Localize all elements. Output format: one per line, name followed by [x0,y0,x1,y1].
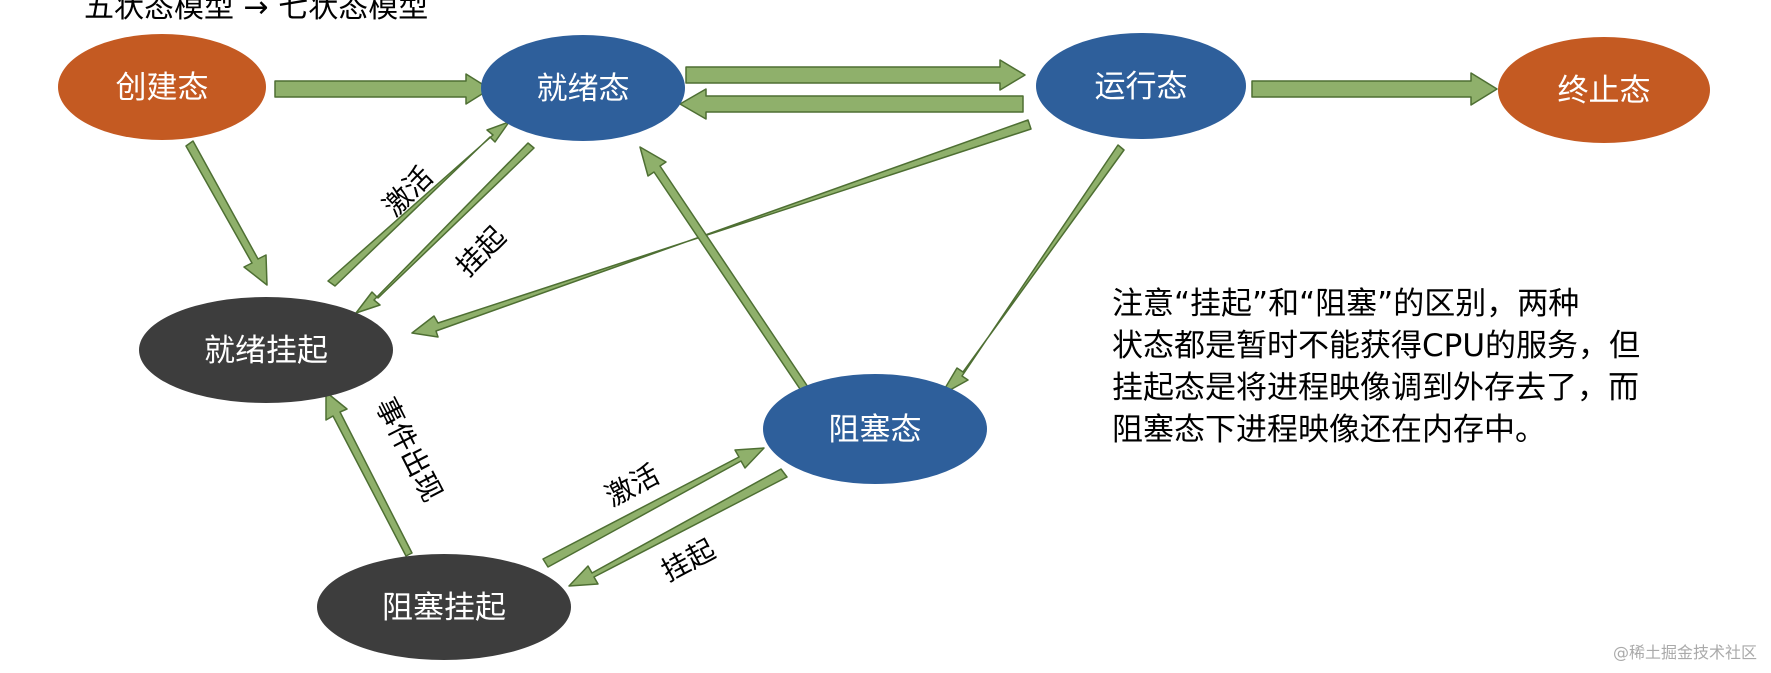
state-running-label: 运行态 [1095,69,1188,105]
state-create-label: 创建态 [116,70,209,106]
edge-label-suspend-top: 挂起 [450,220,513,283]
slide-title: 五状态模型 → 七状态模型 [84,0,429,25]
note-line: 挂起态是将进程映像调到外存去了，而 [1112,370,1639,406]
arrow-running-to-ready [679,88,1024,120]
note-line: 状态都是暂时不能获得CPU的服务，但 [1112,328,1641,364]
edge-label-activate-top: 激活 [377,160,440,223]
arrow-create-to-ready-suspended [185,140,268,286]
note-text: 注意“挂起”和“阻塞”的区别，两种 状态都是暂时不能获得CPU的服务，但 挂起态… [1112,283,1752,451]
arrow-blocked-suspended-to-ready-suspended [325,391,413,557]
arrow-ready-to-ready-suspended [355,142,535,314]
state-ready-suspended-label: 就绪挂起 [204,333,328,369]
state-blocked-label: 阻塞态 [829,412,922,448]
transition-arrows [185,59,1498,587]
state-running: 运行态 [1036,33,1246,139]
arrow-ready-to-running [685,59,1026,91]
arrow-running-to-blocked [940,144,1125,396]
arrow-ready-suspended-to-ready [327,121,510,287]
state-terminated: 终止态 [1498,37,1710,143]
edge-label-event-occurs: 事件出现 [369,392,449,507]
state-blocked: 阻塞态 [763,374,987,484]
note-line: 注意“挂起”和“阻塞”的区别，两种 [1112,286,1580,322]
note-line: 阻塞态下进程映像还在内存中。 [1112,412,1546,448]
edge-label-suspend-bottom: 挂起 [656,533,721,588]
arrow-running-to-terminated [1251,72,1498,106]
arrow-blocked-suspended-to-blocked [542,447,765,568]
arrow-blocked-to-ready [639,146,809,393]
arrow-running-to-ready-suspended [411,119,1032,338]
arrow-create-to-ready [274,73,491,105]
state-blocked-suspended-label: 阻塞挂起 [382,590,506,626]
state-blocked-suspended: 阻塞挂起 [317,554,571,660]
state-terminated-label: 终止态 [1558,73,1651,109]
state-ready-suspended: 就绪挂起 [139,297,393,403]
state-ready: 就绪态 [481,35,685,141]
state-create: 创建态 [58,34,266,140]
arrow-blocked-to-blocked-suspended [568,468,788,587]
watermark: @稀土掘金技术社区 [1612,643,1757,662]
state-ready-label: 就绪态 [537,71,630,107]
